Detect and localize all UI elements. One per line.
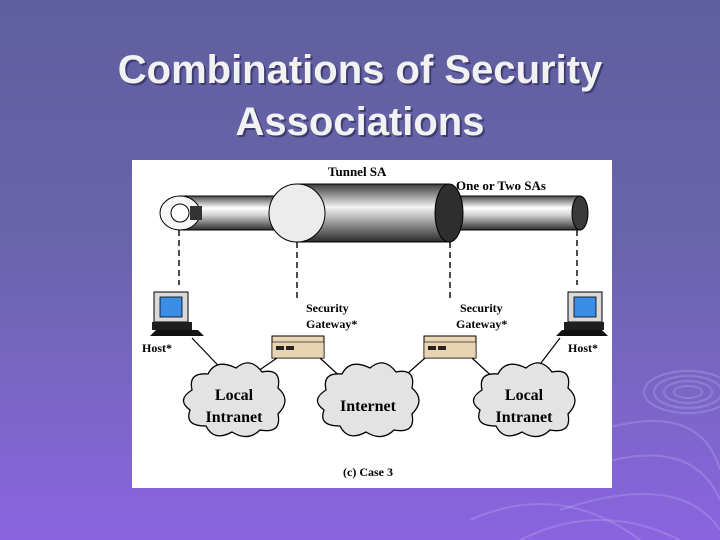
right-gateway-label-line-1: Security — [460, 301, 503, 315]
tunnel-sa-label: Tunnel SA — [328, 164, 387, 179]
slide-title: Combinations of Security Associations — [0, 44, 720, 148]
right-host-computer-icon — [556, 291, 608, 336]
slide-title-line-2: Associations — [235, 100, 485, 144]
figure-caption: (c) Case 3 — [343, 465, 393, 479]
center-cloud-label: Internet — [340, 398, 397, 415]
left-cloud-label-line-1: Local — [215, 387, 254, 404]
left-cloud-label-line-2: Intranet — [206, 409, 264, 426]
left-gateway-label-line-1: Security — [306, 301, 349, 315]
right-security-gateway-icon — [423, 335, 477, 359]
left-host-label: Host* — [142, 341, 172, 355]
left-security-gateway-icon — [271, 335, 325, 359]
internet-cloud — [316, 362, 420, 438]
right-cloud-label-line-2: Intranet — [496, 409, 554, 426]
inner-sa-tube — [268, 183, 464, 243]
left-gateway-label-line-2: Gateway* — [306, 317, 357, 331]
slide-title-line-1: Combinations of Security — [117, 48, 603, 92]
left-local-intranet-cloud — [182, 362, 286, 438]
dashed-connectors — [178, 230, 578, 300]
right-cloud-label-line-1: Local — [505, 387, 544, 404]
one-or-two-sas-label: One or Two SAs — [456, 178, 546, 193]
right-gateway-label-line-2: Gateway* — [456, 317, 507, 331]
left-host-computer-icon — [150, 291, 204, 336]
right-host-label: Host* — [568, 341, 598, 355]
network-diagram: Tunnel SA One or Two SAs Host* Host* Sec… — [132, 160, 612, 488]
right-local-intranet-cloud — [472, 362, 576, 438]
